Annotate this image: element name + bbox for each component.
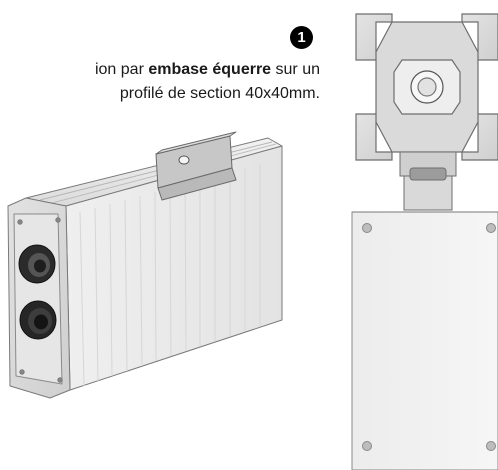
round-connector-icon	[19, 300, 57, 340]
caption-line-1: ion par embase équerre sur un	[0, 58, 320, 82]
bracket-stem	[399, 151, 457, 211]
caption-line-1-start: ion par	[94, 61, 149, 78]
housing-body	[7, 137, 283, 399]
housing-front-plate	[351, 211, 498, 470]
angle-bracket	[155, 131, 237, 201]
step-number-badge: 1	[290, 26, 313, 49]
mounting-caption: ion par embase équerre sur un profilé de…	[0, 58, 320, 106]
caption-line-2: profilé de section 40x40mm.	[119, 85, 320, 102]
caption-line-1-end: sur un	[271, 61, 320, 78]
m12-connector-icon	[18, 244, 56, 284]
caption-bold-term: embase équerre	[148, 61, 272, 78]
aluminium-profile-section	[355, 13, 498, 161]
